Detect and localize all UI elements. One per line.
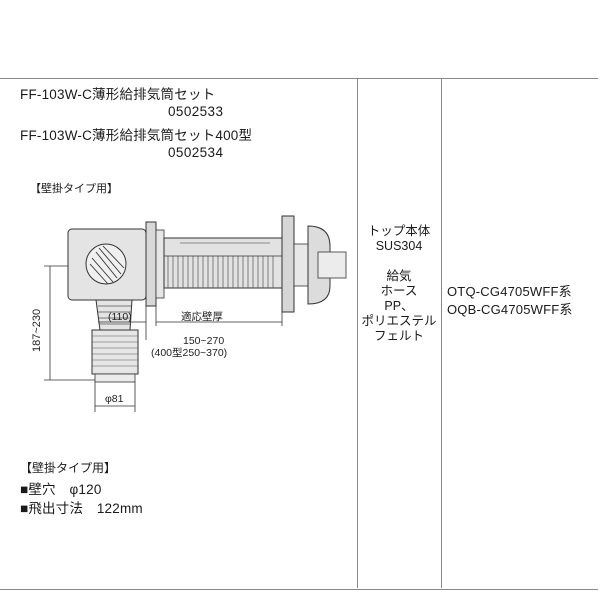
- wall-flange: [145, 221, 157, 307]
- height-dimension-label: 187~230: [31, 309, 43, 352]
- hose-material-2: ポリエステル: [361, 314, 437, 328]
- wall-thickness-range: 150~270: [183, 335, 224, 347]
- note-wall-hole: ■壁穴 φ120: [20, 482, 102, 497]
- vent-pipe-drawing: 187~230 (110) 適応壁厚 150~270 (400型250~370)…: [31, 215, 347, 412]
- product-code-2: 0502534: [168, 145, 224, 160]
- notes-heading: 【壁掛タイプ用】: [20, 461, 117, 475]
- product-name-2: FF-103W-C薄形給排気筒セット400型: [20, 128, 253, 143]
- column-divider-2: [441, 78, 442, 588]
- phi81-label: φ81: [105, 393, 124, 405]
- column-divider-1: [357, 78, 358, 588]
- hose-material-3: フェルト: [373, 329, 424, 343]
- note-protrusion: ■飛出寸法 122mm: [20, 501, 143, 516]
- top-body-material: SUS304: [375, 239, 423, 253]
- spec-table-frame: [0, 78, 598, 590]
- product-name-1: FF-103W-C薄形給排気筒セット: [20, 87, 216, 102]
- wall-thickness-label: 適応壁厚: [181, 310, 223, 323]
- height-dimension-line: [44, 265, 95, 381]
- drawing-label: 【壁掛タイプ用】: [30, 183, 118, 195]
- wall-thickness-400: (400型250~370): [151, 346, 227, 359]
- hose-label-2: ホース: [380, 284, 418, 298]
- inner-flange: [281, 215, 295, 313]
- hose-label-1: 給気: [386, 269, 412, 283]
- compatible-model-2: OQB-CG4705WFF系: [447, 302, 573, 317]
- top-body-label: トップ本体: [367, 224, 431, 238]
- dimension-110-label: (110): [108, 311, 132, 323]
- compatible-model-1: OTQ-CG4705WFF系: [447, 284, 572, 299]
- product-code-1: 0502533: [168, 104, 224, 119]
- hose-material-1: PP、: [384, 299, 414, 313]
